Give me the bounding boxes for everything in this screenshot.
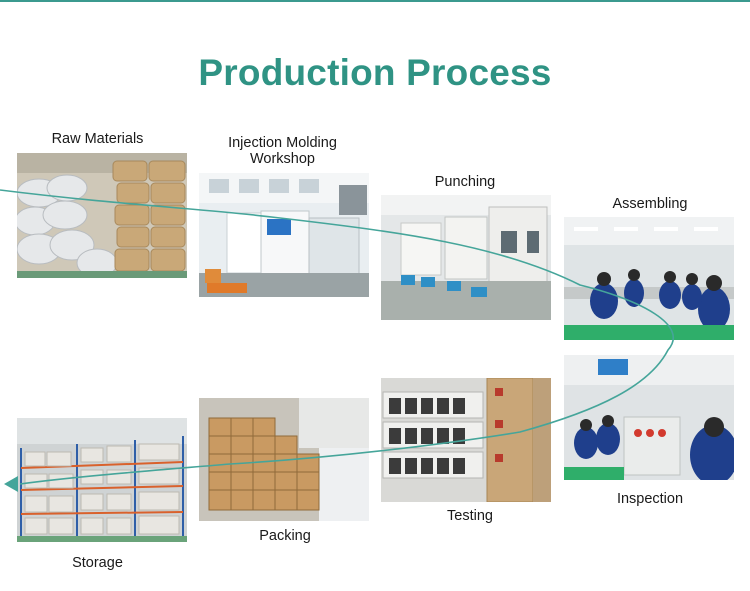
- step-label-inspection: Inspection: [616, 491, 684, 507]
- testing-photo: [381, 378, 551, 502]
- inspection-photo: [564, 355, 734, 480]
- step-label-raw-materials: Raw Materials: [51, 131, 144, 147]
- arrow-left-icon: [4, 476, 18, 492]
- storage-photo: [17, 418, 187, 542]
- step-label-punching: Punching: [434, 174, 496, 190]
- page-title: Production Process: [198, 52, 552, 93]
- step-label-packing: Packing: [259, 528, 311, 544]
- top-divider: [0, 0, 750, 2]
- step-label-assembling: Assembling: [612, 196, 688, 212]
- raw-materials-photo: [17, 153, 187, 278]
- step-label-testing: Testing: [447, 508, 493, 524]
- assembling-photo: [564, 217, 734, 340]
- step-label-injection-molding: Injection Molding Workshop: [228, 135, 337, 167]
- punching-photo: [381, 195, 551, 320]
- step-label-storage: Storage: [72, 555, 123, 571]
- packing-photo: [199, 398, 369, 521]
- injection-molding-photo: [199, 173, 369, 297]
